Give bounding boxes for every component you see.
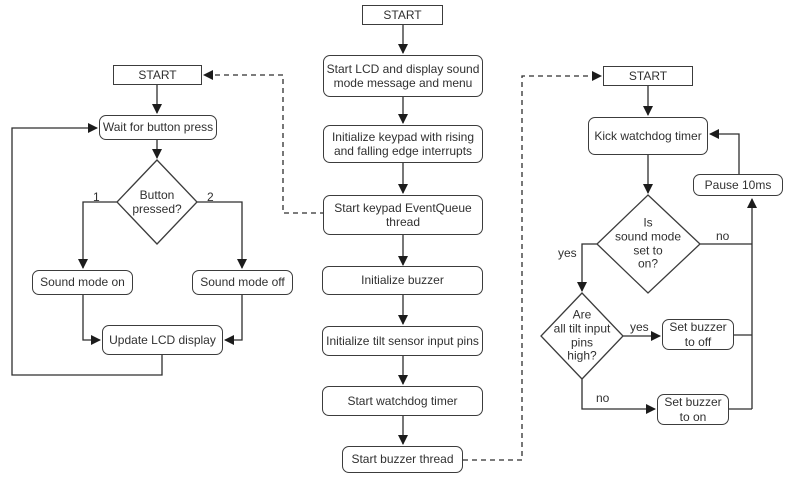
start-lcd-node: Start LCD and display sound mode message… xyxy=(323,55,483,97)
sound-mode-on-node: Sound mode on xyxy=(32,270,133,295)
dashed-connectors xyxy=(203,70,602,461)
sound-yes-label: yes xyxy=(558,246,577,260)
sound-no-label: no xyxy=(716,229,730,243)
set-buzzer-on-node: Set buzzer to on xyxy=(657,394,729,425)
main-start-node: START xyxy=(362,5,443,25)
tilt-pins-decision-label: Are all tilt input pins high? xyxy=(553,307,611,363)
sound-mode-off-node: Sound mode off xyxy=(192,270,293,295)
kick-watchdog-node: Kick watchdog timer xyxy=(588,117,708,155)
start-keypad-thread-node: Start keypad EventQueue thread xyxy=(323,195,483,235)
button-pressed-decision-label: Button pressed? xyxy=(132,188,182,216)
sound-mode-diamond xyxy=(596,194,701,294)
sound-mode-decision-label: Is sound mode set to on? xyxy=(614,215,682,271)
button-pressed-diamond xyxy=(116,159,198,245)
branch-label-2: 2 xyxy=(207,190,214,204)
solid-connectors xyxy=(11,25,757,445)
tilt-no-label: no xyxy=(596,391,610,405)
wait-for-button-node: Wait for button press xyxy=(99,115,217,140)
init-keypad-node: Initialize keypad with rising and fallin… xyxy=(323,125,483,163)
start-watchdog-node: Start watchdog timer xyxy=(322,386,483,416)
update-lcd-node: Update LCD display xyxy=(102,325,223,355)
init-buzzer-node: Initialize buzzer xyxy=(322,266,483,295)
pause-10ms-node: Pause 10ms xyxy=(693,174,783,196)
tilt-pins-diamond xyxy=(540,292,624,380)
ui-start-node: START xyxy=(113,65,202,85)
branch-label-1: 1 xyxy=(93,190,100,204)
tilt-yes-label: yes xyxy=(630,320,649,334)
start-buzzer-thread-node: Start buzzer thread xyxy=(342,446,463,473)
buzzer-start-node: START xyxy=(603,66,693,86)
set-buzzer-off-node: Set buzzer to off xyxy=(662,319,734,350)
decision-diamonds xyxy=(116,159,701,380)
init-tilt-node: Initialize tilt sensor input pins xyxy=(322,326,483,356)
